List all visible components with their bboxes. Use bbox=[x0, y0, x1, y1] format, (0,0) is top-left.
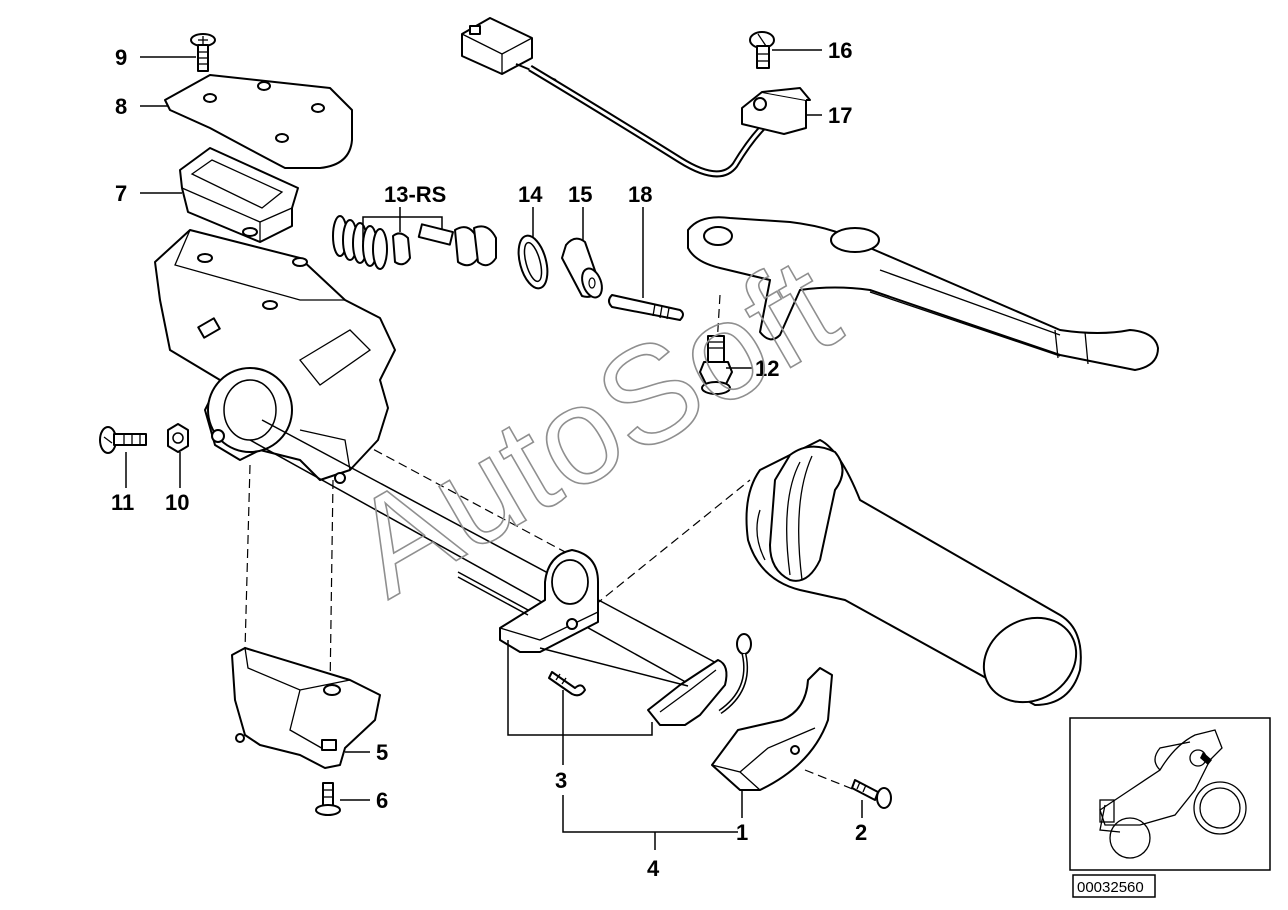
brake-lever bbox=[687, 216, 1159, 371]
pin-18 bbox=[608, 294, 684, 321]
circlip-14 bbox=[517, 234, 549, 290]
callout-12: 12 bbox=[755, 356, 779, 381]
callout-8: 8 bbox=[115, 94, 127, 119]
callout-5: 5 bbox=[376, 740, 388, 765]
callout-15: 15 bbox=[568, 182, 592, 207]
callout-17: 17 bbox=[828, 103, 852, 128]
motorcycle-locator-inset bbox=[1069, 717, 1271, 871]
callout-11: 11 bbox=[111, 490, 134, 515]
callout-9: 9 bbox=[115, 45, 127, 70]
reference-number: 00032560 bbox=[1077, 879, 1144, 896]
bottom-cover-5 bbox=[231, 647, 381, 769]
master-cylinder-housing bbox=[154, 227, 396, 484]
callout-13-rs: 13-RS bbox=[384, 182, 446, 207]
reference-number-box: 00032560 bbox=[1072, 874, 1156, 898]
callout-3: 3 bbox=[555, 768, 567, 793]
callout-14: 14 bbox=[518, 182, 543, 207]
brake-switch-cable-17 bbox=[461, 17, 811, 178]
callout-16: 16 bbox=[828, 38, 852, 63]
assembly-guide-lines bbox=[244, 294, 856, 791]
cover-plate-8 bbox=[164, 74, 353, 169]
bolt-11 bbox=[99, 426, 147, 454]
screw-9 bbox=[190, 33, 216, 72]
bushing-15 bbox=[561, 237, 603, 299]
callout-4: 4 bbox=[647, 856, 660, 881]
clamp-with-sensor bbox=[539, 633, 752, 726]
pivot-bolt-12 bbox=[699, 335, 733, 395]
screw-6 bbox=[315, 782, 341, 816]
mounting-bracket bbox=[457, 549, 599, 653]
callout-6: 6 bbox=[376, 788, 388, 813]
screw-2 bbox=[851, 779, 892, 809]
gasket-7 bbox=[179, 147, 299, 243]
callout-7: 7 bbox=[115, 181, 127, 206]
handlebar-tube bbox=[249, 419, 721, 691]
handlebar-grip bbox=[745, 439, 1082, 706]
callout-18: 18 bbox=[628, 182, 652, 207]
screw-3 bbox=[548, 671, 586, 697]
callout-10: 10 bbox=[165, 490, 189, 515]
screw-16 bbox=[749, 31, 775, 69]
spring-piston-set-13 bbox=[332, 215, 497, 270]
callout-2: 2 bbox=[855, 820, 867, 845]
lower-clamp-1 bbox=[711, 667, 833, 791]
callout-1: 1 bbox=[736, 820, 748, 845]
callout-labels: 9 8 7 13-RS 14 15 18 16 17 12 11 10 5 6 … bbox=[111, 38, 867, 881]
leader-lines bbox=[125, 49, 863, 850]
nut-10 bbox=[167, 423, 189, 453]
